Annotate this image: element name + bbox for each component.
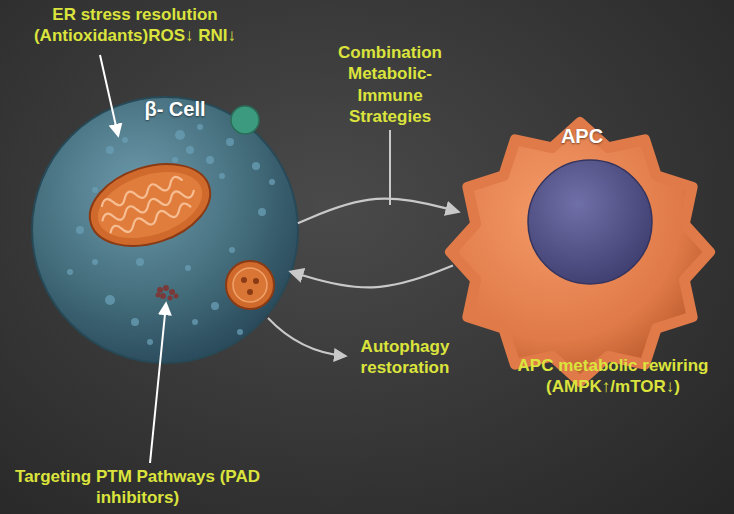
node-outline [30,95,300,365]
callout-label: Combination Metabolic- Immune Strategies [330,42,450,127]
particle [163,285,169,291]
callout-label: Targeting PTM Pathways (PAD inhibitors) [15,466,260,509]
autophagosome-outer [226,261,274,309]
vesicle [229,247,235,253]
crista [101,186,195,225]
callout-label: APC metabolic rewiring (AMPK↑/mTOR↓) [488,355,734,398]
cargo [247,289,253,295]
vesicle [226,138,234,146]
cristae [97,173,200,239]
granule [231,106,259,134]
vesicle [122,137,128,143]
ptm-cluster [156,285,179,301]
apc-body: APC [450,118,714,382]
mitochondrion-inner [89,160,210,250]
cell-membrane [32,97,298,363]
vesicle [206,156,214,164]
particle [168,296,173,301]
mitochondrion [79,150,220,261]
vesicle [172,157,178,163]
vesicle [186,146,194,154]
autophagosome [226,261,274,309]
node-outline [450,118,714,382]
vesicle [76,226,84,234]
particle [160,293,166,299]
vesicle [105,295,115,305]
callout-label: Autophagy restoration [340,336,470,379]
callout-arrow [268,318,345,356]
vesicle [237,329,243,335]
node-title: β- Cell [30,97,300,121]
cargo [241,277,247,283]
vesicle [192,319,198,325]
cell-body: β- Cell [30,95,300,365]
autophagosome-inner [233,268,267,302]
vesicle [175,130,185,140]
particle [157,287,163,293]
nucleus [528,160,652,284]
node-title: APC [450,124,714,148]
vesicle [219,173,225,179]
leader-line [389,130,391,205]
particle [169,289,175,295]
vesicle [197,124,203,130]
connector-arrow [291,266,453,288]
vesicle [147,339,153,345]
connector-arrow [298,199,458,224]
cell-membrane [450,122,709,381]
callout-label: ER stress resolution (Antioxidants)ROS↓ … [10,4,260,47]
particle [156,293,161,298]
mitochondrion-outer [79,150,220,261]
callout-arrow [100,55,118,135]
cargo [253,278,259,284]
vesicle [252,162,260,170]
crista [109,202,192,237]
vesicle [269,179,275,185]
callout-arrow [150,304,166,463]
vesicle [106,146,114,154]
vesicle [136,258,144,266]
vesicle [185,265,191,271]
vesicle [211,302,219,310]
vesicles [67,124,275,345]
vesicle [92,259,98,265]
crista [100,175,183,210]
vesicle [67,269,73,275]
vesicle [92,187,98,193]
particle [174,294,179,299]
vesicle [258,208,266,216]
vesicle [131,318,139,326]
